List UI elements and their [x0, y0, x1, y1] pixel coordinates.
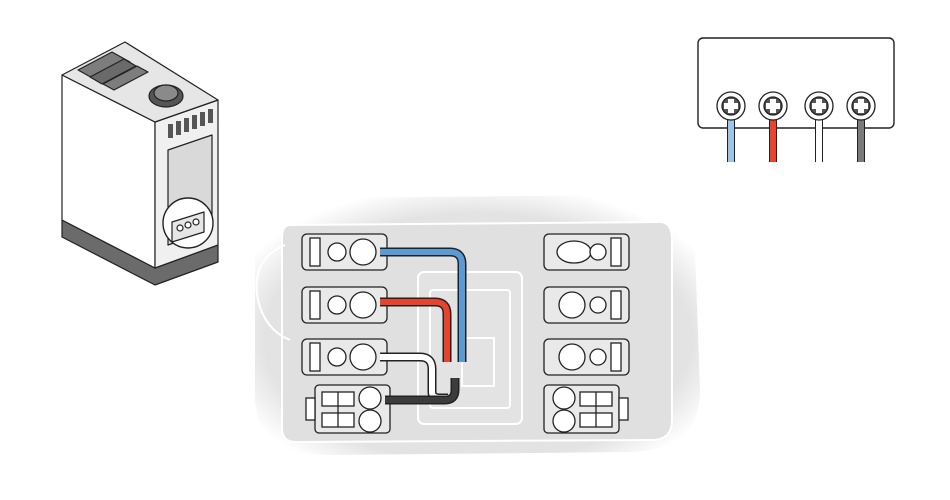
- four-screw-terminal-icon: [698, 38, 894, 162]
- left-connector-3: [302, 339, 387, 375]
- left-connector-1: [302, 234, 387, 270]
- right-connector-2: [544, 287, 629, 323]
- screw-3-icon: [805, 92, 833, 120]
- right-connector-4: [544, 385, 628, 433]
- right-connector-1: [544, 234, 629, 270]
- connector-panel-icon: [255, 195, 700, 455]
- screw-1-icon: [717, 92, 745, 120]
- right-connector-3: [544, 339, 629, 375]
- tower-appliance-icon: [62, 42, 218, 285]
- left-connector-2: [302, 287, 387, 323]
- screw-2-icon: [759, 92, 787, 120]
- screw-4-icon: [847, 92, 875, 120]
- left-connector-4: [306, 385, 390, 433]
